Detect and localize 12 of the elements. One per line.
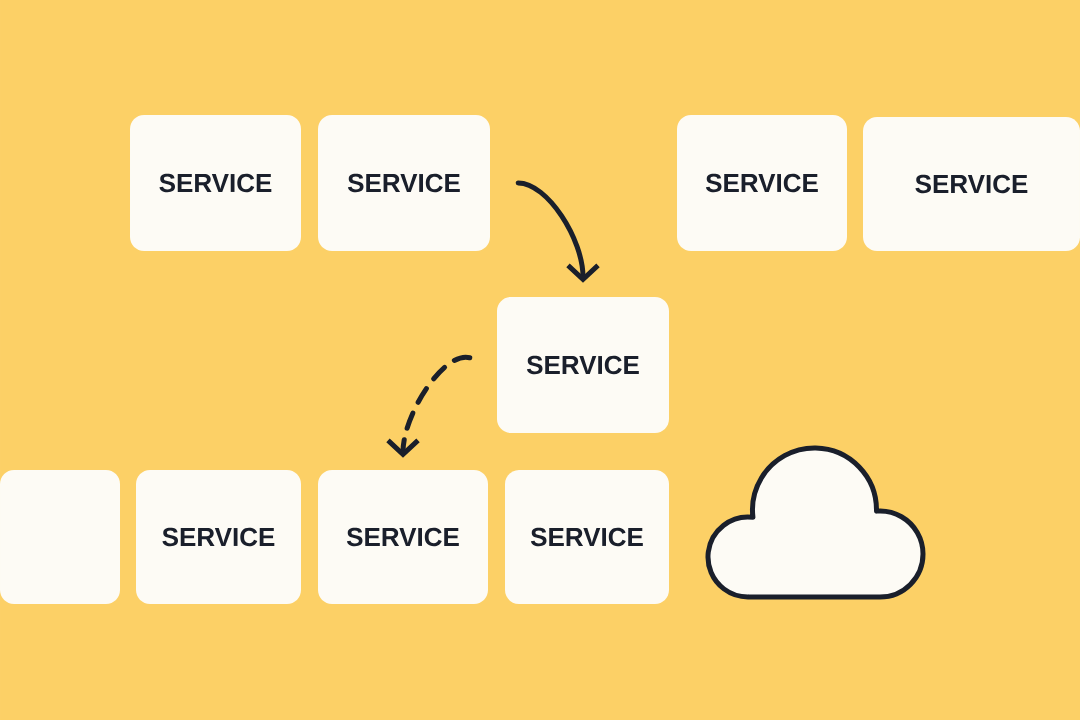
service-box: SERVICE	[130, 115, 301, 251]
service-box: SERVICE	[863, 117, 1080, 251]
service-box: SERVICE	[677, 115, 847, 251]
cloud-shape	[705, 445, 926, 600]
empty-box	[0, 470, 120, 604]
dashed-arrow	[386, 354, 473, 458]
service-box: SERVICE	[318, 115, 490, 251]
service-box: SERVICE	[318, 470, 488, 604]
service-box: SERVICE	[497, 297, 669, 433]
curved-arrow	[515, 180, 600, 283]
service-box: SERVICE	[136, 470, 301, 604]
service-box: SERVICE	[505, 470, 669, 604]
